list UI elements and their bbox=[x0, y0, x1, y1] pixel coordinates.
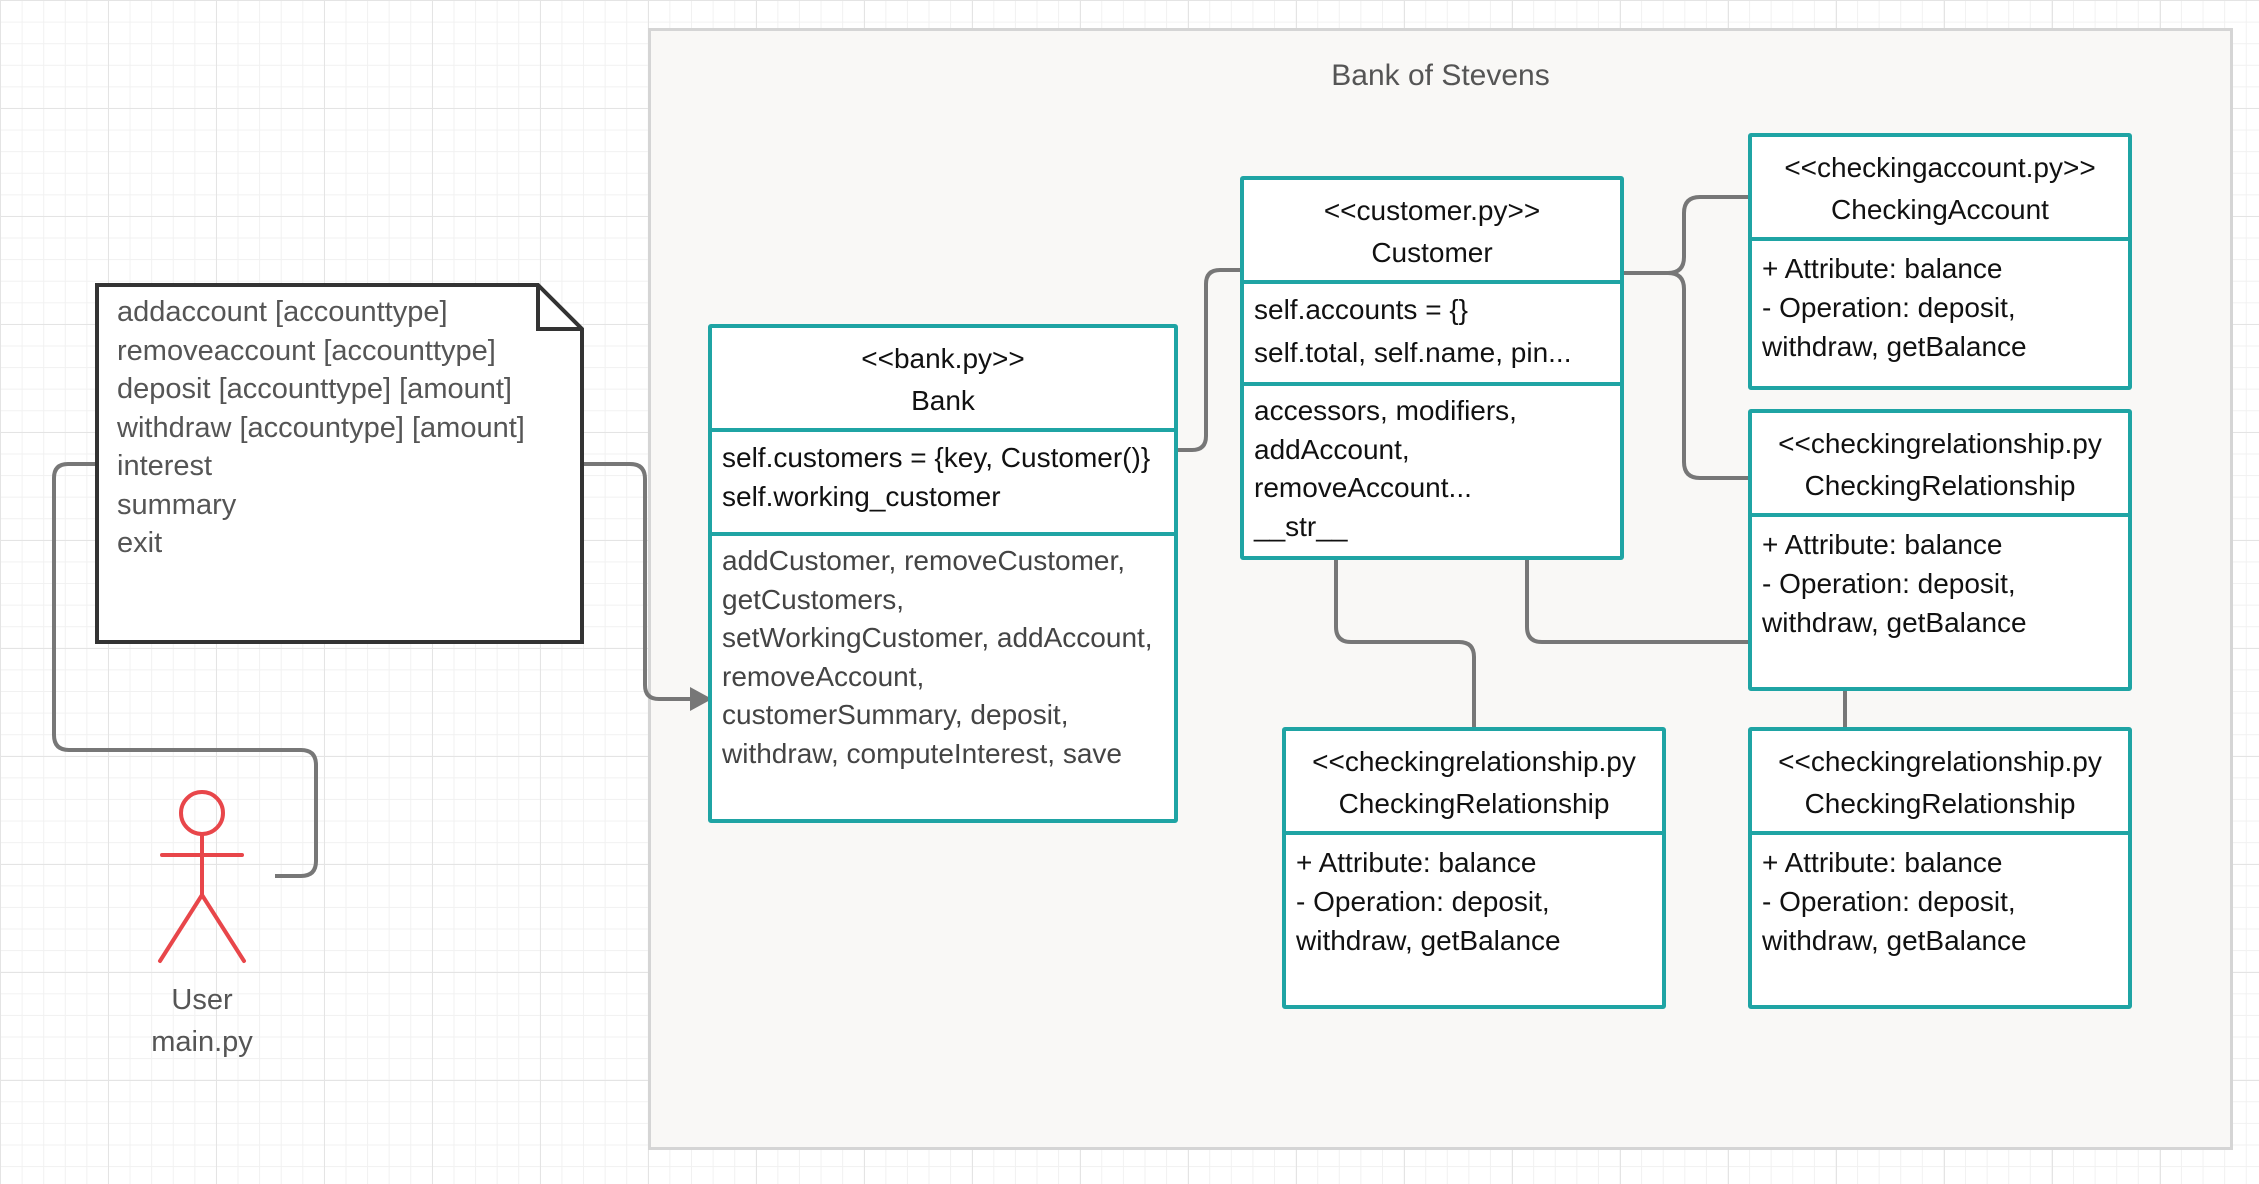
checking-relationship-class-bottom-right[interactable]: <<checkingrelationship.py CheckingRelati… bbox=[1748, 727, 2132, 1009]
operation: addAccount, bbox=[1254, 433, 1410, 465]
attribute: self.customers = {key, Customer()} bbox=[722, 442, 1151, 473]
operation: removeAccount... bbox=[1254, 472, 1472, 503]
class-name: CheckingAccount bbox=[1831, 194, 2049, 225]
class-name: CheckingRelationship bbox=[1804, 788, 2076, 819]
attribute: + Attribute: balance bbox=[1762, 529, 2003, 560]
note-command-list: addaccount [accounttype] removeaccount [… bbox=[117, 293, 525, 563]
operation: withdraw, getBalance bbox=[1762, 331, 2027, 362]
operation: - Operation: deposit, bbox=[1762, 886, 2016, 917]
operation: accessors, modifiers, bbox=[1254, 395, 1517, 426]
class-header: <<checkingrelationship.py CheckingRelati… bbox=[1752, 413, 2128, 517]
checking-relationship-class-bottom-left[interactable]: <<checkingrelationship.py CheckingRelati… bbox=[1282, 727, 1666, 1009]
operation: customerSummary, deposit, bbox=[722, 699, 1069, 730]
class-header: <<bank.py>> Bank bbox=[712, 328, 1174, 432]
class-operations: addCustomer, removeCustomer, getCustomer… bbox=[712, 536, 1174, 773]
note-line: removeaccount [accounttype] bbox=[117, 334, 496, 367]
class-header: <<checkingrelationship.py CheckingRelati… bbox=[1752, 731, 2128, 835]
class-name: CheckingRelationship bbox=[1338, 788, 1610, 819]
attribute: + Attribute: balance bbox=[1762, 847, 2003, 878]
attribute: self.total, self.name, pin... bbox=[1254, 337, 1572, 368]
class-operations: accessors, modifiers, addAccount, remove… bbox=[1244, 386, 1620, 546]
class-body: + Attribute: balance - Operation: deposi… bbox=[1752, 241, 2128, 366]
class-body: + Attribute: balance - Operation: deposi… bbox=[1752, 517, 2128, 642]
class-header: <<checkingaccount.py>> CheckingAccount bbox=[1752, 137, 2128, 241]
operation: withdraw, getBalance bbox=[1762, 607, 2027, 638]
class-attributes: self.accounts = {} self.total, self.name… bbox=[1244, 284, 1620, 386]
user-actor-icon[interactable] bbox=[150, 785, 254, 967]
actor-label: User bbox=[171, 984, 233, 1016]
class-name: Customer bbox=[1371, 237, 1493, 268]
note-line: withdraw [accountype] [amount] bbox=[117, 411, 525, 444]
attribute: + Attribute: balance bbox=[1762, 253, 2003, 284]
class-body: + Attribute: balance - Operation: deposi… bbox=[1286, 835, 1662, 960]
bank-class[interactable]: <<bank.py>> Bank self.customers = {key, … bbox=[708, 324, 1178, 823]
operation: getCustomers, bbox=[722, 583, 905, 615]
class-stereotype: <<checkingrelationship.py bbox=[1778, 428, 2102, 459]
frame-title: Bank of Stevens bbox=[1331, 59, 1550, 92]
note-line: interest bbox=[117, 450, 213, 482]
operation: withdraw, getBalance bbox=[1762, 925, 2027, 956]
attribute: self.accounts = {} bbox=[1254, 294, 1469, 325]
class-stereotype: <<checkingaccount.py>> bbox=[1784, 152, 2096, 183]
customer-class[interactable]: <<customer.py>> Customer self.accounts =… bbox=[1240, 176, 1624, 560]
operation: addCustomer, removeCustomer, bbox=[722, 545, 1126, 576]
attribute: self.working_customer bbox=[722, 481, 1001, 512]
class-stereotype: <<checkingrelationship.py bbox=[1312, 746, 1636, 777]
operation: withdraw, computeInterest, save bbox=[722, 737, 1122, 769]
class-header: <<customer.py>> Customer bbox=[1244, 180, 1620, 284]
note-line: addaccount [accounttype] bbox=[117, 296, 448, 328]
class-stereotype: <<checkingrelationship.py bbox=[1778, 746, 2102, 777]
class-body: + Attribute: balance - Operation: deposi… bbox=[1752, 835, 2128, 960]
note-shape bbox=[95, 283, 584, 644]
note-line: exit bbox=[117, 527, 163, 559]
checking-account-class[interactable]: <<checkingaccount.py>> CheckingAccount +… bbox=[1748, 133, 2132, 390]
operation: - Operation: deposit, bbox=[1762, 292, 2016, 323]
note-line: summary bbox=[117, 488, 237, 521]
command-note[interactable]: addaccount [accounttype] removeaccount [… bbox=[95, 283, 584, 644]
checking-relationship-class-top[interactable]: <<checkingrelationship.py CheckingRelati… bbox=[1748, 409, 2132, 691]
operation: __str__ bbox=[1254, 510, 1348, 542]
note-line: deposit [accounttype] [amount] bbox=[117, 373, 512, 405]
class-stereotype: <<customer.py>> bbox=[1323, 195, 1541, 226]
operation: - Operation: deposit, bbox=[1296, 886, 1550, 917]
operation: setWorkingCustomer, addAccount, bbox=[722, 622, 1153, 653]
attribute: + Attribute: balance bbox=[1296, 847, 1537, 878]
class-header: <<checkingrelationship.py CheckingRelati… bbox=[1286, 731, 1662, 835]
class-attributes: self.customers = {key, Customer()} self.… bbox=[712, 432, 1174, 536]
operation: - Operation: deposit, bbox=[1762, 568, 2016, 599]
operation: removeAccount, bbox=[722, 660, 925, 692]
class-name: CheckingRelationship bbox=[1804, 470, 2076, 501]
class-stereotype: <<bank.py>> bbox=[861, 343, 1025, 374]
class-name: Bank bbox=[911, 385, 975, 416]
actor-sublabel: main.py bbox=[151, 1026, 253, 1058]
operation: withdraw, getBalance bbox=[1296, 925, 1561, 956]
